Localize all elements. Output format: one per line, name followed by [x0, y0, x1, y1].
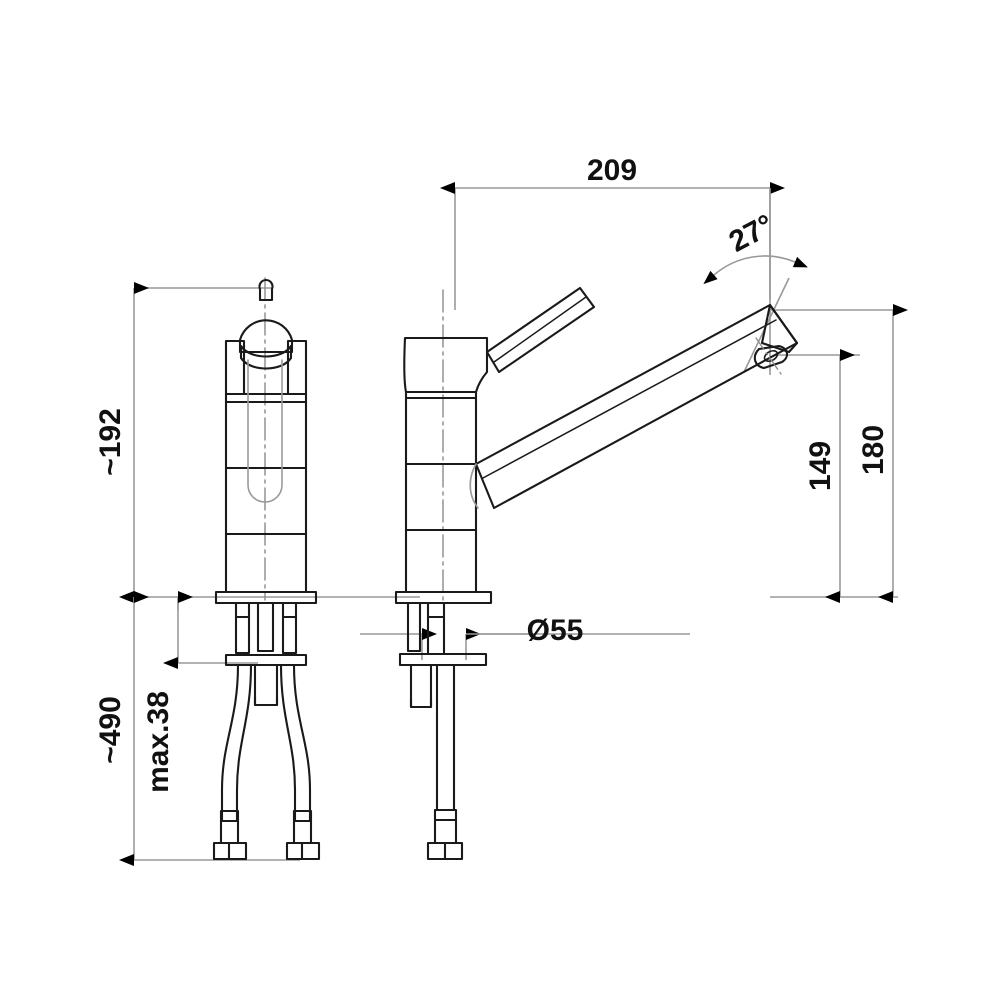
hose-shank-right: [292, 819, 313, 845]
dim-label-180: 180: [857, 425, 890, 475]
hose-nut-left-upper: [234, 601, 251, 619]
mounting-stud-front: [256, 601, 275, 653]
hose-sleeve-left: [234, 615, 251, 655]
body-lower-front: [224, 532, 308, 594]
hose-pair-sleeve-side: [406, 601, 422, 653]
connector-nut-right: [285, 841, 321, 861]
cap-ring-front: [224, 392, 308, 404]
dim-label-149: 149: [804, 441, 837, 491]
aerator-ring-side: [763, 349, 779, 363]
aerator-centerline-side: [755, 337, 782, 375]
aerator-side: [753, 344, 788, 370]
handle-collar-front: [239, 344, 293, 370]
handle-knob-front: [238, 319, 294, 354]
hose-right-outer: [292, 663, 312, 822]
mounting-washer-side: [398, 652, 488, 667]
body-upper-front: [224, 400, 308, 470]
spout-body-junction-side: [469, 463, 479, 509]
spout-tube-crease: [482, 319, 777, 479]
body-mid-front: [224, 466, 308, 536]
hose-nut-right-upper: [281, 601, 298, 619]
handle-tip-front: [258, 279, 274, 302]
side-view-group: [394, 286, 799, 861]
dimension-label-group: 209 27° ~192 ~490 max.38 149 180 Ø55: [94, 154, 890, 793]
body-lower-side: [404, 528, 478, 594]
dim-label-max38: max.38: [142, 691, 175, 793]
dimension-arrow-group: [119, 182, 908, 866]
dim-label-27deg: 27°: [724, 208, 780, 258]
dim-arc-27deg: [703, 255, 808, 285]
mounting-nut-base-front: [253, 695, 279, 707]
hose-ferrule-right: [292, 809, 313, 823]
hose-left-inner: [235, 663, 253, 822]
front-view-group: [212, 277, 321, 861]
dim-label-d55: Ø55: [527, 614, 584, 647]
connector-nut-side: [426, 841, 464, 861]
connector-nut-left: [212, 841, 248, 861]
hose-ferrule-left: [219, 809, 240, 823]
lever-handle-side: [485, 286, 596, 374]
hose-sleeve-right: [281, 615, 298, 655]
stud-nut-side-upper: [426, 601, 446, 619]
mounting-stud-side: [426, 615, 446, 656]
hose-shank-left: [219, 819, 240, 845]
spout-profile-hidden-front: [247, 359, 283, 503]
body-upper-side: [404, 396, 478, 466]
hose-right-inner: [279, 663, 297, 822]
hose-bundle-side: [435, 663, 456, 812]
dim-label-192: ~192: [94, 408, 127, 476]
cartridge-cap-side: [403, 336, 489, 394]
mounting-nut-front: [253, 663, 279, 707]
mounting-nut-base-side: [409, 697, 433, 709]
mounting-nut-side: [409, 663, 433, 709]
body-mid-side: [404, 462, 478, 532]
hose-ferrule-side: [433, 808, 458, 822]
hose-shank-side: [433, 818, 458, 845]
lever-handle-crease: [493, 296, 587, 363]
dim-label-209: 209: [587, 154, 637, 187]
hose-left-outer: [220, 663, 240, 822]
spout-end-cap-side: [760, 303, 799, 354]
dim-label-490: ~490: [94, 696, 127, 764]
